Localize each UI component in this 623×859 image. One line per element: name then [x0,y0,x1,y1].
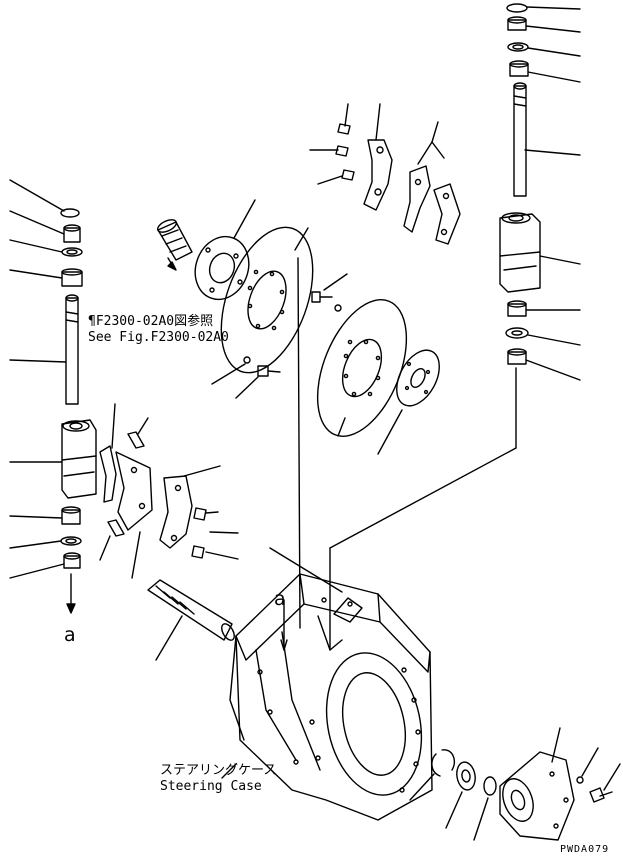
bracket-upper-right [403,121,461,245]
snap-ring-lower-right [409,749,456,801]
brake-disc-upper [220,226,314,374]
drawing-code: PWDA079 [560,844,610,855]
bolts-lower-left [99,417,149,561]
splined-shaft [147,579,235,661]
left-collar [9,552,81,579]
flange-plate [194,199,256,301]
right-collar [507,348,581,381]
cover-lower-right [499,727,575,841]
left-snap-ring [9,179,80,218]
bearing-lower-right [445,761,476,829]
left-arrow-down [66,573,76,614]
reference-note-english: See Fig.F2300-02A0 [88,330,229,345]
o-ring-lower-right [473,776,497,841]
left-shaft [9,294,79,405]
left-washer-1 [9,239,83,257]
bolts-upper-center [309,103,355,185]
bolt-lower-center [211,356,281,399]
left-bushing-2 [9,268,83,287]
pressure-plate [377,349,440,455]
right-housing [499,212,581,293]
bracket-lower-left [99,403,153,579]
left-bushing-3 [9,506,81,525]
marker-a-lower: a [64,624,76,646]
left-washer-2 [9,536,82,549]
right-bushing-2 [509,60,581,83]
right-bushing-3 [507,300,581,317]
splined-hub [156,219,193,271]
bracket-lower-middle [159,465,239,560]
steering-case-label-english: Steering Case [160,779,262,794]
brake-disc-lower [316,299,408,437]
right-shaft [513,82,581,197]
left-housing [9,419,97,499]
right-washer-1 [507,42,581,57]
marker-a-upper: a [274,588,286,610]
right-washer-2 [505,327,581,346]
bolt-lower-right [576,747,621,803]
reference-note-japanese: ¶F2300-02A0図参照 [88,314,214,329]
bracket-upper-center [363,103,393,211]
left-bushing-1 [9,210,81,243]
steering-case-label-japanese: ステアリングケース [160,763,277,778]
steering-case [221,257,517,821]
right-snap-ring-top [506,3,581,13]
bolt-middle [311,273,348,312]
right-bushing-1 [507,16,581,33]
